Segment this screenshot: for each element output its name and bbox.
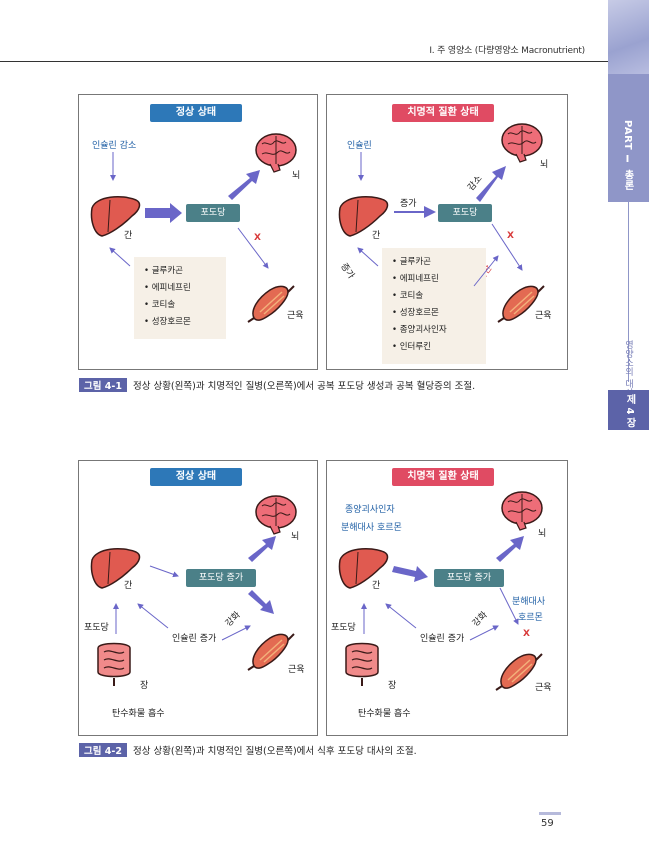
fig1-left-x: X bbox=[254, 233, 261, 243]
fig2-right-catabolic2a: 분해대사 bbox=[512, 597, 546, 607]
fig2-left-muscle-label: 근육 bbox=[288, 665, 305, 675]
fig1-right-insulin: 인슐린 bbox=[347, 141, 372, 151]
side-part-block bbox=[608, 74, 649, 202]
fig1-right-hormone-box: 글루카곤 에피네프린 코티솔 성장호르몬 종양괴사인자 인터루킨 bbox=[382, 248, 486, 364]
fig1-left-brain-label: 뇌 bbox=[292, 171, 301, 181]
liver-icon bbox=[338, 195, 389, 237]
fig1-right-brain-label: 뇌 bbox=[540, 160, 549, 170]
fig2-right-carb: 탄수화물 흡수 bbox=[358, 709, 411, 719]
hormone-item: 성장호르몬 bbox=[392, 305, 476, 322]
side-sub-label: 영양소의 대사 bbox=[623, 340, 633, 397]
side-photo bbox=[608, 0, 649, 74]
fig2-right-catabolic: 분해대사 호르몬 bbox=[341, 523, 402, 533]
muscle-icon bbox=[497, 285, 545, 323]
fig2-left-carb: 탄수화물 흡수 bbox=[112, 709, 165, 719]
fig2-caption-text: 정상 상황(왼쪽)과 치명적인 질병(오른쪽)에서 식후 포도당 대사의 조절. bbox=[132, 746, 417, 757]
fig2-right-muscle-label: 근육 bbox=[535, 683, 552, 693]
muscle-icon bbox=[247, 285, 295, 323]
fig2-left-gut-label: 장 bbox=[140, 681, 149, 691]
hormone-item: 에피네프린 bbox=[392, 271, 476, 288]
fig2-caption: 그림 4-2 정상 상황(왼쪽)과 치명적인 질병(오른쪽)에서 식후 포도당 대… bbox=[79, 743, 417, 757]
hormone-item: 인터루킨 bbox=[392, 339, 476, 356]
fig2-right-catabolic2b: 호르몬 bbox=[518, 613, 543, 623]
brain-icon bbox=[501, 491, 543, 531]
muscle-icon bbox=[495, 653, 543, 691]
side-rule bbox=[628, 202, 629, 382]
fig1-caption: 그림 4-1 정상 상황(왼쪽)과 치명적인 질병(오른쪽)에서 공복 포도당 생… bbox=[79, 378, 475, 392]
side-chapter-block bbox=[608, 390, 649, 430]
fig1-left-title: 정상 상태 bbox=[150, 104, 242, 122]
fig2-left-title: 정상 상태 bbox=[150, 468, 242, 486]
fig2-right-brain-label: 뇌 bbox=[538, 529, 547, 539]
fig1-caption-tag: 그림 4-1 bbox=[79, 378, 127, 392]
fig2-left-liver-label: 간 bbox=[124, 581, 133, 591]
liver-icon bbox=[90, 547, 141, 589]
intestine-icon bbox=[345, 642, 379, 687]
fig1-right-title: 치명적 질환 상태 bbox=[392, 104, 494, 122]
hormone-item: 글루카곤 bbox=[392, 254, 476, 271]
fig2-right-tnf: 종양괴사인자 bbox=[345, 505, 395, 515]
fig2-right-title: 치명적 질환 상태 bbox=[392, 468, 494, 486]
fig2-right-glucose-side: 포도당 bbox=[331, 623, 356, 633]
fig2-right-insulin: 인슐린 증가 bbox=[420, 634, 465, 644]
page-number-bar bbox=[539, 812, 561, 815]
brain-icon bbox=[255, 133, 297, 173]
brain-icon bbox=[501, 123, 543, 163]
fig2-right-glucose-box: 포도당 증가 bbox=[434, 569, 504, 587]
fig2-left-glucose-box: 포도당 증가 bbox=[186, 569, 256, 587]
muscle-icon bbox=[247, 633, 295, 671]
fig1-left-glucose-box: 포도당 bbox=[186, 204, 240, 222]
fig2-left-insulin: 인슐린 증가 bbox=[172, 634, 217, 644]
liver-icon bbox=[338, 547, 389, 589]
fig1-left-insulin: 인슐린 감소 bbox=[92, 141, 137, 151]
intestine-icon bbox=[97, 642, 131, 687]
fig1-left-hormone-box: 글루카곤 에피네프린 코티솔 성장호르몬 bbox=[134, 257, 226, 339]
side-chapter-label: 제 4 장 bbox=[624, 394, 635, 428]
side-part-label: PART Ⅰ 총론 bbox=[622, 120, 633, 191]
fig1-left-liver-label: 간 bbox=[124, 231, 133, 241]
running-head: I. 주 영양소 (다량영양소 Macronutrient) bbox=[429, 46, 585, 56]
header-rule bbox=[0, 61, 608, 62]
hormone-item: 성장호르몬 bbox=[144, 314, 216, 331]
fig1-right-x: X bbox=[507, 231, 514, 241]
fig2-left-glucose-side: 포도당 bbox=[84, 623, 109, 633]
fig1-caption-text: 정상 상황(왼쪽)과 치명적인 질병(오른쪽)에서 공복 포도당 생성과 공복 … bbox=[132, 381, 476, 392]
fig2-right-liver-label: 간 bbox=[372, 581, 381, 591]
hormone-item: 코티솔 bbox=[144, 297, 216, 314]
fig1-right-liver-label: 간 bbox=[372, 231, 381, 241]
fig2-right-gut-label: 장 bbox=[388, 681, 397, 691]
hormone-item: 글루카곤 bbox=[144, 263, 216, 280]
fig1-right-muscle-label: 근육 bbox=[535, 311, 552, 321]
fig2-caption-tag: 그림 4-2 bbox=[79, 743, 127, 757]
fig1-right-increase-top: 증가 bbox=[400, 199, 417, 209]
hormone-item: 종양괴사인자 bbox=[392, 322, 476, 339]
hormone-item: 에피네프린 bbox=[144, 280, 216, 297]
brain-icon bbox=[255, 495, 297, 535]
fig2-right-x: X bbox=[523, 629, 530, 639]
fig2-left-brain-label: 뇌 bbox=[291, 532, 300, 542]
fig1-left-muscle-label: 근육 bbox=[287, 311, 304, 321]
fig1-right-glucose-box: 포도당 bbox=[438, 204, 492, 222]
page-number: 59 bbox=[541, 818, 554, 829]
liver-icon bbox=[90, 195, 141, 237]
hormone-item: 코티솔 bbox=[392, 288, 476, 305]
